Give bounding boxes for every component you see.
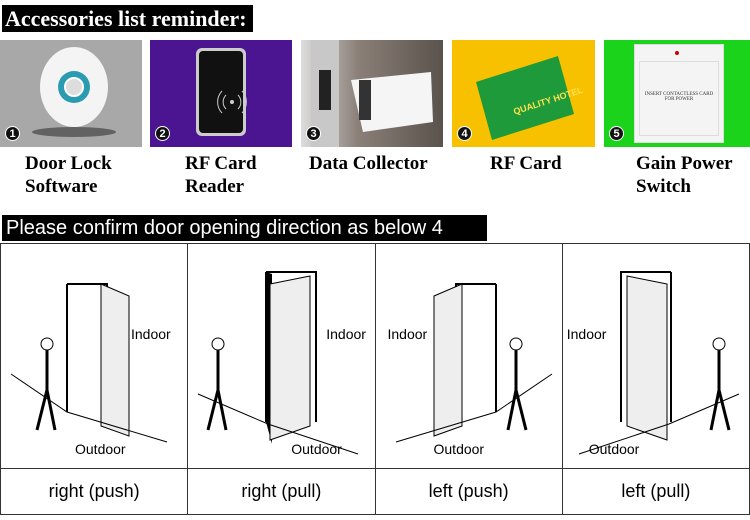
switch-text: INSERT CONTACTLESS CARD FOR POWER	[639, 61, 719, 136]
door-diagram-left-push: Indoor Outdoor	[374, 243, 563, 469]
direction-label: right (push)	[0, 468, 189, 515]
rf-card-image: QUALITY HOTEL 4	[452, 40, 595, 147]
item-number: 5	[609, 126, 624, 141]
door-pull-icon	[198, 271, 359, 455]
cd-disc-icon	[32, 47, 116, 137]
item-number: 1	[5, 126, 20, 141]
data-collector-icon	[311, 40, 433, 147]
door-pull-icon	[578, 271, 739, 455]
direction-label: right (pull)	[187, 468, 376, 515]
gain-power-switch-image: INSERT CONTACTLESS CARD FOR POWER 5	[604, 40, 750, 147]
switch-plate: INSERT CONTACTLESS CARD FOR POWER	[634, 44, 724, 143]
rf-card-icon: QUALITY HOTEL	[476, 56, 585, 140]
accessory-label: Data Collector	[309, 153, 428, 174]
accessories-heading: Accessories list reminder:	[2, 5, 253, 32]
door-push-icon	[395, 283, 552, 443]
door-diagram-right-pull: Indoor Outdoor	[187, 243, 376, 469]
item-number: 4	[457, 126, 472, 141]
door-lock-software-image: 1	[0, 40, 142, 147]
door-push-icon	[10, 283, 168, 443]
door-diagram-right-push: Indoor Outdoor	[0, 243, 189, 469]
data-collector-image: 3	[301, 40, 443, 147]
direction-label: left (push)	[374, 468, 563, 515]
item-number: 2	[155, 126, 170, 141]
card-reader-icon	[196, 48, 247, 136]
door-direction-table: Indoor Outdoor Indoor Outdoor Indoor Out…	[0, 243, 750, 515]
directions-heading: Please confirm door opening direction as…	[2, 215, 487, 265]
led-indicator	[675, 51, 679, 55]
item-number: 3	[306, 126, 321, 141]
direction-label: left (pull)	[561, 468, 750, 515]
accessory-label: RF Card	[490, 153, 562, 174]
door-diagram-left-pull: Indoor Outdoor	[561, 243, 750, 469]
rf-card-reader-image: 2	[150, 40, 292, 147]
